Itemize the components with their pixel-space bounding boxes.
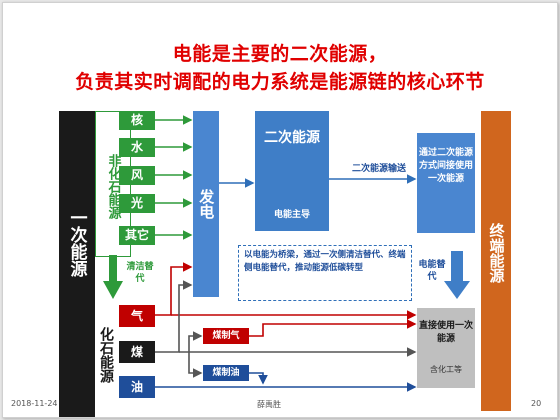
coal-to-gas-box: 煤制气 — [203, 328, 249, 344]
fossil-label: 化石能源 — [98, 327, 114, 383]
direct-use-text: 直接使用一次能源 — [418, 321, 473, 344]
terminal-energy-box — [481, 111, 511, 411]
coal-to-oil-box: 煤制油 — [203, 365, 249, 381]
secondary-energy-box — [255, 111, 329, 231]
primary-energy-bar — [59, 111, 95, 417]
secondary-energy-title: 二次能源 — [264, 130, 320, 146]
footer-author: 薛禹胜 — [257, 400, 281, 409]
primary-energy-label: 一次能源 — [66, 209, 87, 277]
nonfossil-to-generation-arrows — [155, 115, 193, 240]
non-fossil-item-hydro: 水 — [119, 138, 155, 157]
transition-note: 以电能为桥梁，通过一次侧清洁替代、终端侧电能替代，推动能源低碳转型 — [238, 245, 412, 301]
direct-use-subtext: 含化工等 — [430, 365, 462, 374]
non-fossil-item-other: 其它 — [119, 226, 155, 245]
generation-label: 发电 — [197, 189, 216, 219]
footer-page-number: 20 — [531, 399, 542, 408]
electric-replacement-label: 电能替代 — [418, 260, 446, 282]
generation-box: 发电 — [193, 111, 219, 297]
non-fossil-item-nuclear: 核 — [119, 111, 155, 130]
transmission-label: 二次能源输送 — [351, 164, 406, 174]
fossil-item-coal: 煤 — [119, 341, 155, 363]
direct-use-box — [417, 308, 475, 388]
title-line-2: 负责其实时调配的电力系统是能源链的核心环节 — [75, 71, 485, 93]
fossil-item-oil: 油 — [119, 376, 155, 398]
title-line-1: 电能是主要的二次能源， — [172, 43, 388, 65]
secondary-energy-subtitle: 电能主导 — [273, 210, 310, 220]
fossil-box — [95, 299, 119, 417]
non-fossil-label: 非化石能源 — [105, 153, 121, 219]
fossil-item-gas: 气 — [119, 305, 155, 327]
clean-replacement-label: 清洁替代 — [126, 262, 154, 284]
non-fossil-item-solar: 光 — [119, 194, 155, 213]
electric-replacement-arrow — [444, 251, 470, 299]
non-fossil-item-wind: 风 — [119, 166, 155, 185]
indirect-use-box: 通过二次能源方式间接使用一次能源 — [417, 133, 475, 233]
clean-replacement-arrow — [103, 255, 123, 299]
footer-date: 2018-11-24 — [11, 399, 58, 408]
terminal-energy-label: 终端能源 — [487, 223, 506, 283]
flow-lines — [155, 115, 470, 392]
